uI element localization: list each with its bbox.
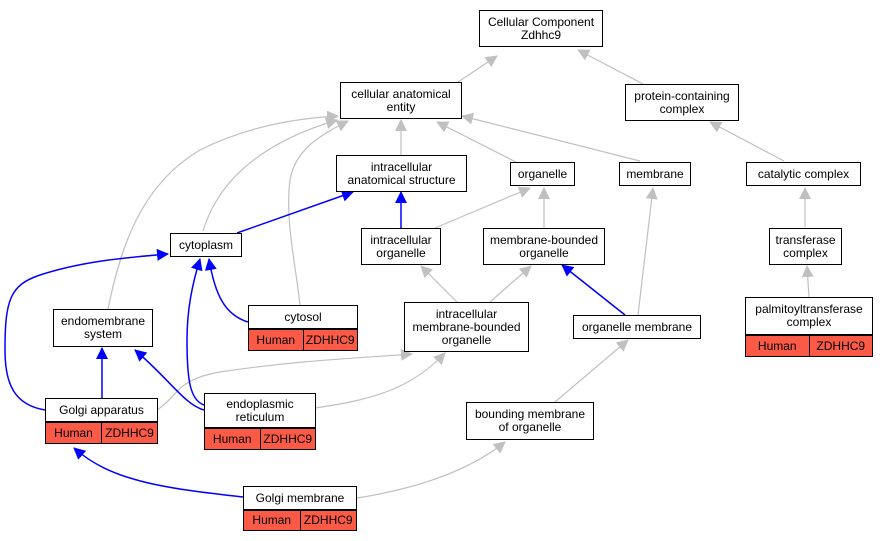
go-term-label: organelle membrane bbox=[581, 319, 693, 334]
edge-cytosol-to-cytoplasm bbox=[204, 258, 249, 323]
go-term-golgi-membrane[interactable]: Golgi membrane bbox=[243, 486, 357, 510]
edge-bmo-to-om bbox=[554, 339, 629, 403]
go-term-label: endoplasmic reticulum bbox=[226, 396, 294, 424]
go-term-golgi-apparatus[interactable]: Golgi apparatus bbox=[45, 398, 158, 422]
go-term-label: endomembrane system bbox=[60, 314, 146, 341]
gene-label: ZDHHC9 bbox=[101, 423, 157, 443]
go-term-label: membrane-bounded organelle bbox=[489, 232, 599, 260]
edge-membrane-to-cae bbox=[461, 112, 641, 162]
edge-organelle-to-cae bbox=[436, 121, 517, 163]
go-term-label: Golgi membrane bbox=[255, 490, 345, 505]
go-term-label: protein-containing complex bbox=[634, 88, 730, 116]
edge-palm-to-transferase bbox=[801, 265, 814, 298]
go-term-intracellular-organelle[interactable]: intracellular organelle bbox=[361, 228, 441, 265]
edge-endomembrane-to-cae bbox=[107, 110, 339, 310]
go-term-organelle-membrane[interactable]: organelle membrane bbox=[573, 315, 701, 339]
edge-golgi-to-imbo bbox=[156, 348, 413, 411]
go-term-palmitoyltransferase-complex[interactable]: palmitoyltransferase complex bbox=[745, 297, 873, 335]
edge-om-to-membrane bbox=[637, 187, 658, 316]
edge-er-to-cytoplasm bbox=[186, 258, 205, 406]
go-term-label: cytoplasm bbox=[178, 237, 234, 252]
edge-imbo-to-io bbox=[420, 265, 458, 303]
edge-golgi-membrane-to-bmo bbox=[356, 441, 506, 499]
edge-pcc-to-root bbox=[577, 49, 644, 85]
go-term-endomembrane-system[interactable]: endomembrane system bbox=[53, 309, 153, 347]
go-term-label: cellular anatomical entity bbox=[351, 86, 451, 114]
edge-io-to-organelle bbox=[434, 186, 531, 229]
species-label: Human bbox=[256, 332, 296, 347]
go-term-transferase-complex[interactable]: transferase complex bbox=[769, 228, 842, 265]
go-term-membrane-bounded-organelle[interactable]: membrane-bounded organelle bbox=[483, 228, 605, 265]
go-term-label: palmitoyltransferase complex bbox=[755, 302, 863, 329]
go-term-label: bounding membrane of organelle bbox=[474, 407, 586, 434]
edge-cytosol-to-cae bbox=[288, 120, 349, 306]
annotation-endoplasmic-reticulum[interactable]: Human ZDHHC9 bbox=[204, 428, 316, 450]
edge-cytoplasm-to-ias bbox=[236, 190, 354, 234]
go-term-membrane[interactable]: membrane bbox=[619, 162, 691, 186]
species-label: Human bbox=[212, 431, 252, 446]
go-term-label: membrane bbox=[626, 166, 684, 181]
go-term-intracellular-membrane-bounded-organelle[interactable]: intracellular membrane-bounded organelle bbox=[404, 302, 529, 352]
annotation-cytosol[interactable]: Human ZDHHC9 bbox=[248, 329, 358, 351]
edges bbox=[4, 49, 814, 499]
edge-er-to-endomembrane bbox=[134, 349, 205, 411]
go-term-label: Cellular Component Zdhhc9 bbox=[487, 14, 595, 42]
species-label: Human bbox=[252, 513, 292, 527]
go-term-endoplasmic-reticulum[interactable]: endoplasmic reticulum bbox=[204, 393, 316, 428]
go-term-label: cytosol bbox=[284, 309, 322, 324]
go-term-label: transferase complex bbox=[775, 232, 836, 260]
go-term-cytosol[interactable]: cytosol bbox=[248, 305, 358, 329]
go-term-intracellular-anatomical-structure[interactable]: intracellular anatomical structure bbox=[336, 155, 467, 192]
edge-catalytic-to-pcc bbox=[709, 121, 785, 162]
go-term-cellular-anatomical-entity[interactable]: cellular anatomical entity bbox=[340, 82, 462, 119]
go-term-bounding-membrane-of-organelle[interactable]: bounding membrane of organelle bbox=[466, 402, 594, 440]
species-label: Human bbox=[757, 338, 797, 353]
annotation-golgi-membrane[interactable]: Human ZDHHC9 bbox=[243, 510, 357, 531]
go-term-cytoplasm[interactable]: cytoplasm bbox=[170, 233, 242, 257]
species-label: Human bbox=[54, 425, 93, 440]
go-term-catalytic-complex[interactable]: catalytic complex bbox=[746, 162, 861, 186]
edge-cytoplasm-to-cae bbox=[202, 117, 338, 232]
edge-imbo-to-mbo bbox=[489, 265, 532, 303]
edge-golgi-to-cytoplasm bbox=[4, 248, 169, 411]
edge-golgi-membrane-to-golgi bbox=[73, 447, 244, 498]
annotation-golgi-apparatus[interactable]: Human ZDHHC9 bbox=[45, 422, 158, 444]
edge-er-to-imbo bbox=[314, 352, 446, 409]
annotation-palmitoyltransferase-complex[interactable]: Human ZDHHC9 bbox=[745, 335, 873, 357]
go-term-organelle[interactable]: organelle bbox=[510, 162, 575, 186]
go-term-label: catalytic complex bbox=[757, 166, 850, 181]
go-term-cellular-component-root[interactable]: Cellular Component Zdhhc9 bbox=[479, 10, 603, 47]
go-term-protein-containing-complex[interactable]: protein-containing complex bbox=[625, 84, 739, 121]
go-term-label: intracellular organelle bbox=[370, 232, 432, 260]
go-term-label: intracellular anatomical structure bbox=[347, 159, 456, 187]
go-term-label: intracellular membrane-bounded organelle bbox=[412, 306, 521, 347]
gene-label: ZDHHC9 bbox=[299, 511, 357, 530]
go-term-label: organelle bbox=[517, 166, 568, 181]
gene-label: ZDHHC9 bbox=[808, 336, 873, 356]
go-term-label: Golgi apparatus bbox=[59, 402, 144, 417]
edge-om-to-mbo bbox=[561, 264, 626, 316]
gene-label: ZDHHC9 bbox=[302, 330, 358, 350]
gene-label: ZDHHC9 bbox=[259, 429, 316, 449]
edge-cae-to-root bbox=[457, 55, 498, 83]
